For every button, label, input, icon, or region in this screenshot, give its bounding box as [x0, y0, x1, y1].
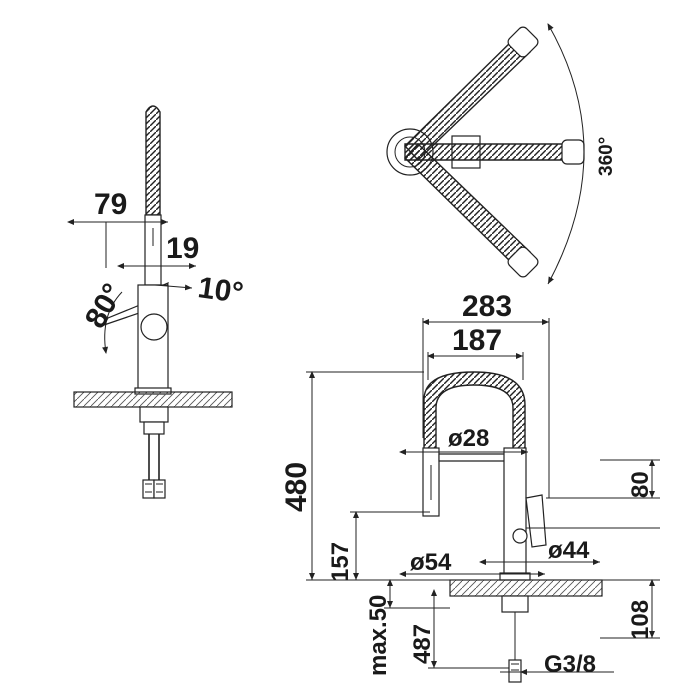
dim-80: 80 [627, 471, 654, 498]
top-view: 360° [386, 23, 617, 285]
angle-10: 10° [196, 271, 246, 310]
front-faucet-body [503, 447, 527, 579]
dim-o54: ø54 [410, 549, 452, 576]
angle-360: 360° [596, 137, 617, 176]
front-view: 283 187 ø28 480 157 [280, 290, 660, 683]
dim-108: 108 [627, 600, 654, 640]
side-view: 79 19 80° 10° [67, 105, 246, 499]
angle-80: 80° [79, 278, 130, 334]
dim-o28: ø28 [448, 425, 489, 452]
side-countertop [73, 391, 233, 408]
dim-283: 283 [462, 290, 512, 323]
dim-79: 79 [94, 188, 127, 221]
dim-o44: ø44 [548, 537, 590, 564]
side-coil-spring [145, 105, 161, 216]
front-countertop [449, 579, 603, 597]
side-spray-head [144, 214, 162, 286]
dim-480: 480 [280, 462, 313, 512]
dim-max50: max.50 [365, 595, 392, 676]
dim-19: 19 [166, 232, 199, 265]
dim-487: 487 [409, 624, 436, 664]
dim-157: 157 [327, 542, 354, 582]
dim-187: 187 [452, 324, 502, 357]
dim-g38: G3/8 [544, 651, 596, 678]
